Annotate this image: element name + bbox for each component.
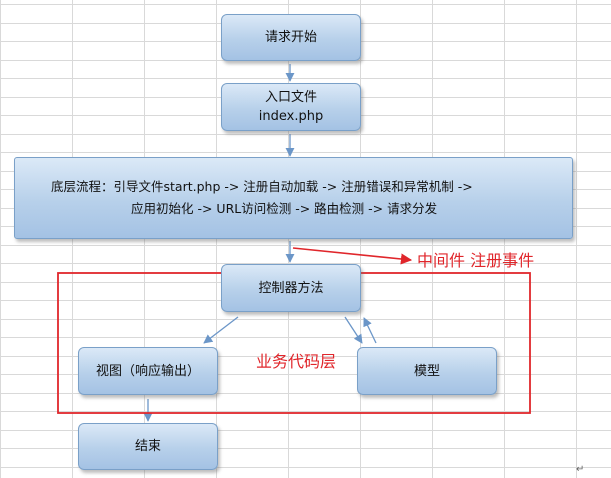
node-end: 结束 bbox=[78, 423, 218, 470]
node-request-start: 请求开始 bbox=[221, 14, 361, 61]
connectors bbox=[143, 64, 413, 422]
node-entry-file-name: index.php bbox=[258, 109, 324, 124]
annotation-middleware-events: 中间件 注册事件 bbox=[417, 251, 535, 270]
node-request-start-label: 请求开始 bbox=[264, 30, 317, 45]
node-view-output-label: 视图（响应输出） bbox=[95, 363, 200, 379]
node-controller-method-label: 控制器方法 bbox=[258, 280, 324, 296]
node-model-label: 模型 bbox=[413, 363, 440, 379]
return-mark-icon: ↵ bbox=[576, 464, 585, 475]
node-core-flow-line-2: 应用初始化 -> URL访问检测 -> 路由检测 -> 请求分发 bbox=[131, 201, 438, 216]
arrow-model-to-controller bbox=[363, 317, 377, 344]
node-model: 模型 bbox=[357, 347, 497, 395]
node-controller-method: 控制器方法 bbox=[221, 264, 361, 312]
arrow-controller-to-model bbox=[344, 316, 363, 344]
node-entry-file-title: 入口文件 bbox=[264, 90, 317, 105]
node-core-flow-line-1: 底层流程：引导文件start.php -> 注册自动加载 -> 注册错误和异常机… bbox=[51, 179, 473, 194]
arrow-middleware-annotation bbox=[292, 247, 413, 265]
node-end-label: 结束 bbox=[134, 439, 161, 454]
node-view-output: 视图（响应输出） bbox=[78, 347, 218, 395]
node-core-flow: 底层流程：引导文件start.php -> 注册自动加载 -> 注册错误和异常机… bbox=[14, 157, 573, 239]
node-entry-file: 入口文件 index.php bbox=[221, 83, 361, 131]
arrow-controller-to-view bbox=[203, 316, 239, 344]
annotation-business-layer: 业务代码层 bbox=[256, 352, 337, 371]
